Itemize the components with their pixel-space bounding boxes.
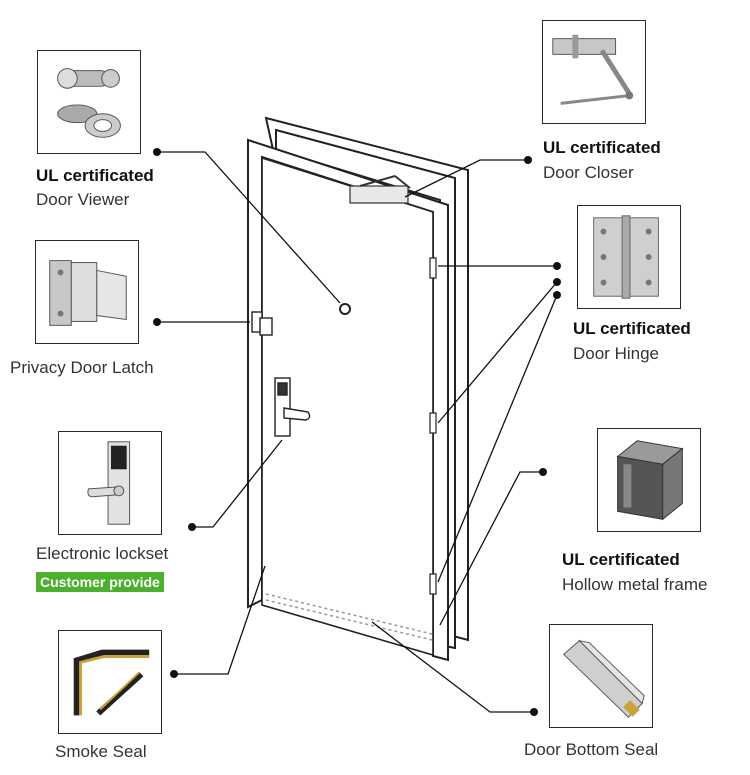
door-viewer-cert: UL certificated bbox=[36, 166, 154, 185]
privacy-latch-part bbox=[251, 311, 273, 336]
hollow-frame-label: Hollow metal frame bbox=[562, 575, 708, 594]
door-hinge-cert: UL certificated bbox=[573, 319, 691, 338]
leader-lines bbox=[157, 151, 558, 713]
privacy-latch-label: Privacy Door Latch bbox=[10, 358, 154, 377]
electronic-lockset-label: Electronic lockset bbox=[36, 544, 169, 563]
door-hinge-thumbnail bbox=[577, 205, 681, 309]
lockset-part bbox=[274, 377, 311, 437]
door-closer-part bbox=[349, 175, 411, 204]
door-viewer-part bbox=[339, 303, 351, 315]
door-viewer-label: Door Viewer bbox=[36, 190, 130, 209]
hollow-frame-thumbnail bbox=[597, 428, 701, 532]
hollow-frame-icon bbox=[616, 440, 684, 521]
bottom-seal-thumbnail bbox=[549, 624, 653, 728]
door-viewer-icon bbox=[57, 68, 121, 138]
hollow-frame-cert: UL certificated bbox=[562, 550, 680, 569]
door-hinge-label: Door Hinge bbox=[573, 344, 659, 363]
door-closer-label: Door Closer bbox=[543, 163, 634, 182]
electronic-lockset-icon bbox=[87, 441, 131, 525]
door-closer-thumbnail bbox=[542, 20, 646, 124]
privacy-latch-thumbnail bbox=[35, 240, 139, 344]
hinge-parts bbox=[429, 257, 437, 595]
smoke-seal-label: Smoke Seal bbox=[55, 742, 147, 761]
bottom-seal-label: Door Bottom Seal bbox=[524, 740, 659, 759]
door-hinge-icon bbox=[593, 215, 659, 299]
electronic-lockset-thumbnail bbox=[58, 431, 162, 535]
door-closer-icon bbox=[552, 34, 634, 105]
customer-provide-badge: Customer provide bbox=[36, 572, 164, 592]
leader-dots bbox=[153, 148, 561, 716]
bottom-seal-icon bbox=[563, 639, 645, 718]
door-closer-cert: UL certificated bbox=[543, 138, 661, 157]
privacy-latch-icon bbox=[49, 260, 127, 326]
door-viewer-thumbnail bbox=[37, 50, 141, 154]
smoke-seal-thumbnail bbox=[58, 630, 162, 734]
smoke-seal-icon bbox=[73, 649, 150, 716]
